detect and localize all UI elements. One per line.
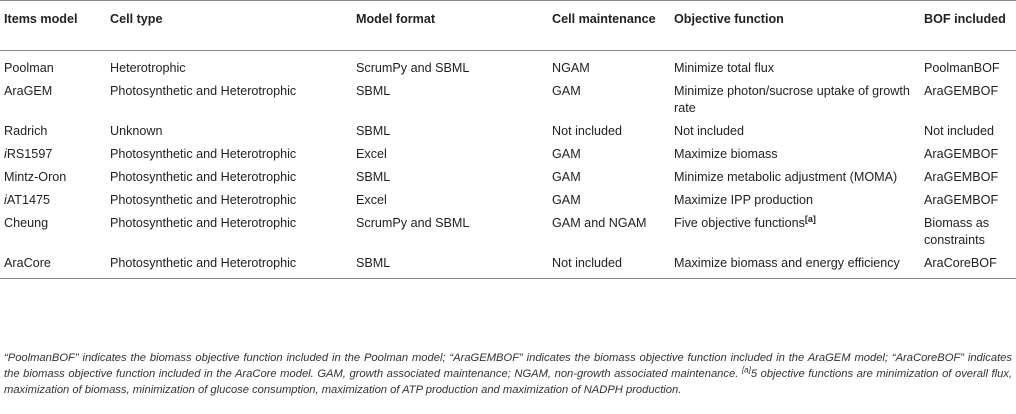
model-format-cell: SBML [356, 84, 391, 98]
bof-included-cell: AraGEMBOF [924, 147, 999, 161]
cell-type-cell: Unknown [110, 124, 163, 138]
cell-maintenance-cell: GAM and NGAM [552, 216, 647, 230]
cell-maintenance-cell: NGAM [552, 61, 590, 75]
column-header-cell-type: Cell type [110, 12, 163, 26]
footnote-reference-marker: [a] [804, 213, 816, 224]
bof-included-cell: AraGEMBOF [924, 84, 999, 98]
model-format-cell: Excel [356, 147, 387, 161]
table-container: Items model Cell type Model format Cell … [0, 0, 1016, 279]
objective-function-text: Maximize biomass and energy efficiency [674, 256, 900, 270]
objective-function-text: Minimize total flux [674, 61, 775, 75]
cell-type-cell: Photosynthetic and Heterotrophic [110, 256, 297, 270]
footnote-note-text: 5 objective functions are minimization o… [4, 368, 1013, 396]
table-row: AraGEM Photosynthetic and Heterotrophic SB… [0, 81, 1016, 121]
objective-function-text: Minimize metabolic adjustment (MOMA) [674, 170, 898, 184]
cell-type-cell: Photosynthetic and Heterotrophic [110, 193, 297, 207]
cell-type-cell: Photosynthetic and Heterotrophic [110, 147, 297, 161]
objective-function-text: Not included [674, 124, 745, 138]
objective-function-cell: Minimize total flux [670, 51, 920, 82]
model-name-cell: iAT1475 [0, 190, 106, 213]
table-row: Radrich Unknown SBML Not included Not includ… [0, 121, 1016, 144]
objective-function-cell: Not included [670, 121, 920, 144]
table-header-row: Items model Cell type Model format Cell … [0, 0, 1016, 51]
cell-type-cell: Heterotrophic [110, 61, 186, 75]
table-row: Poolman Heterotrophic ScrumPy and SBML NGAM… [0, 51, 1016, 82]
model-format-cell: SBML [356, 124, 391, 138]
column-header-bof-included: BOF included [924, 12, 1006, 26]
column-header-items-model: Items model [4, 12, 78, 26]
objective-function-cell: Maximize biomass and energy efficiency [670, 253, 920, 279]
model-name: AT1475 [6, 193, 50, 207]
column-header-model-format: Model format [356, 12, 436, 26]
model-format-cell: SBML [356, 256, 391, 270]
models-table: Items model Cell type Model format Cell … [0, 0, 1016, 279]
model-name: Cheung [4, 216, 49, 230]
model-name-cell: Poolman [0, 51, 106, 82]
objective-function-cell: Minimize photon/sucrose uptake of growth… [670, 81, 920, 121]
table-row: Mintz-Oron Photosynthetic and Heterotroph… [0, 167, 1016, 190]
bof-included-cell: Biomass as constraints [924, 216, 990, 247]
table-row: iAT1475 Photosynthetic and Heterotrophic E… [0, 190, 1016, 213]
bof-included-cell: PoolmanBOF [924, 61, 1000, 75]
cell-type-cell: Photosynthetic and Heterotrophic [110, 84, 297, 98]
cell-type-cell: Photosynthetic and Heterotrophic [110, 170, 297, 184]
cell-maintenance-cell: Not included [552, 124, 623, 138]
model-name: RS1597 [6, 147, 53, 161]
bof-included-cell: Not included [924, 124, 995, 138]
bof-included-cell: AraCoreBOF [924, 256, 997, 270]
footnote-main-text: “PoolmanBOF” indicates the biomass objec… [4, 352, 1012, 380]
cell-maintenance-cell: GAM [552, 170, 581, 184]
model-format-cell: SBML [356, 170, 391, 184]
model-format-cell: ScrumPy and SBML [356, 61, 470, 75]
table-row: Cheung Photosynthetic and Heterotrophic Sc… [0, 213, 1016, 253]
model-name-cell: AraGEM [0, 81, 106, 121]
objective-function-text: Maximize biomass [674, 147, 778, 161]
model-name-cell: Cheung [0, 213, 106, 253]
model-name: Mintz-Oron [4, 170, 67, 184]
objective-function-text: Five objective functions [674, 216, 805, 230]
table-row: AraCore Photosynthetic and Heterotrophic S… [0, 253, 1016, 279]
model-name: Poolman [4, 61, 54, 75]
objective-function-cell: Maximize IPP production [670, 190, 920, 213]
model-name: AraCore [4, 256, 51, 270]
table-row: iRS1597 Photosynthetic and Heterotrophic E… [0, 144, 1016, 167]
objective-function-text: Maximize IPP production [674, 193, 814, 207]
cell-maintenance-cell: GAM [552, 84, 581, 98]
model-name-cell: Radrich [0, 121, 106, 144]
bof-included-cell: AraGEMBOF [924, 170, 999, 184]
column-header-objective-function: Objective function [674, 12, 784, 26]
model-name-prefix: i [4, 147, 7, 161]
column-header-cell-maintenance: Cell maintenance [552, 12, 656, 26]
bof-included-cell: AraGEMBOF [924, 193, 999, 207]
objective-function-cell: Minimize metabolic adjustment (MOMA) [670, 167, 920, 190]
model-name-prefix: i [4, 193, 7, 207]
footnote-marker: [a] [741, 365, 751, 375]
cell-maintenance-cell: Not included [552, 256, 623, 270]
model-format-cell: Excel [356, 193, 387, 207]
model-name: Radrich [4, 124, 48, 138]
objective-function-text: Minimize photon/sucrose uptake of growth… [674, 84, 910, 115]
cell-type-cell: Photosynthetic and Heterotrophic [110, 216, 297, 230]
model-format-cell: ScrumPy and SBML [356, 216, 470, 230]
model-name-cell: AraCore [0, 253, 106, 279]
model-name-cell: iRS1597 [0, 144, 106, 167]
model-name: AraGEM [4, 84, 53, 98]
objective-function-cell: Five objective functions[a] [670, 213, 920, 253]
cell-maintenance-cell: GAM [552, 147, 581, 161]
model-name-cell: Mintz-Oron [0, 167, 106, 190]
table-footnote: “PoolmanBOF” indicates the biomass objec… [4, 350, 1012, 398]
objective-function-cell: Maximize biomass [670, 144, 920, 167]
cell-maintenance-cell: GAM [552, 193, 581, 207]
